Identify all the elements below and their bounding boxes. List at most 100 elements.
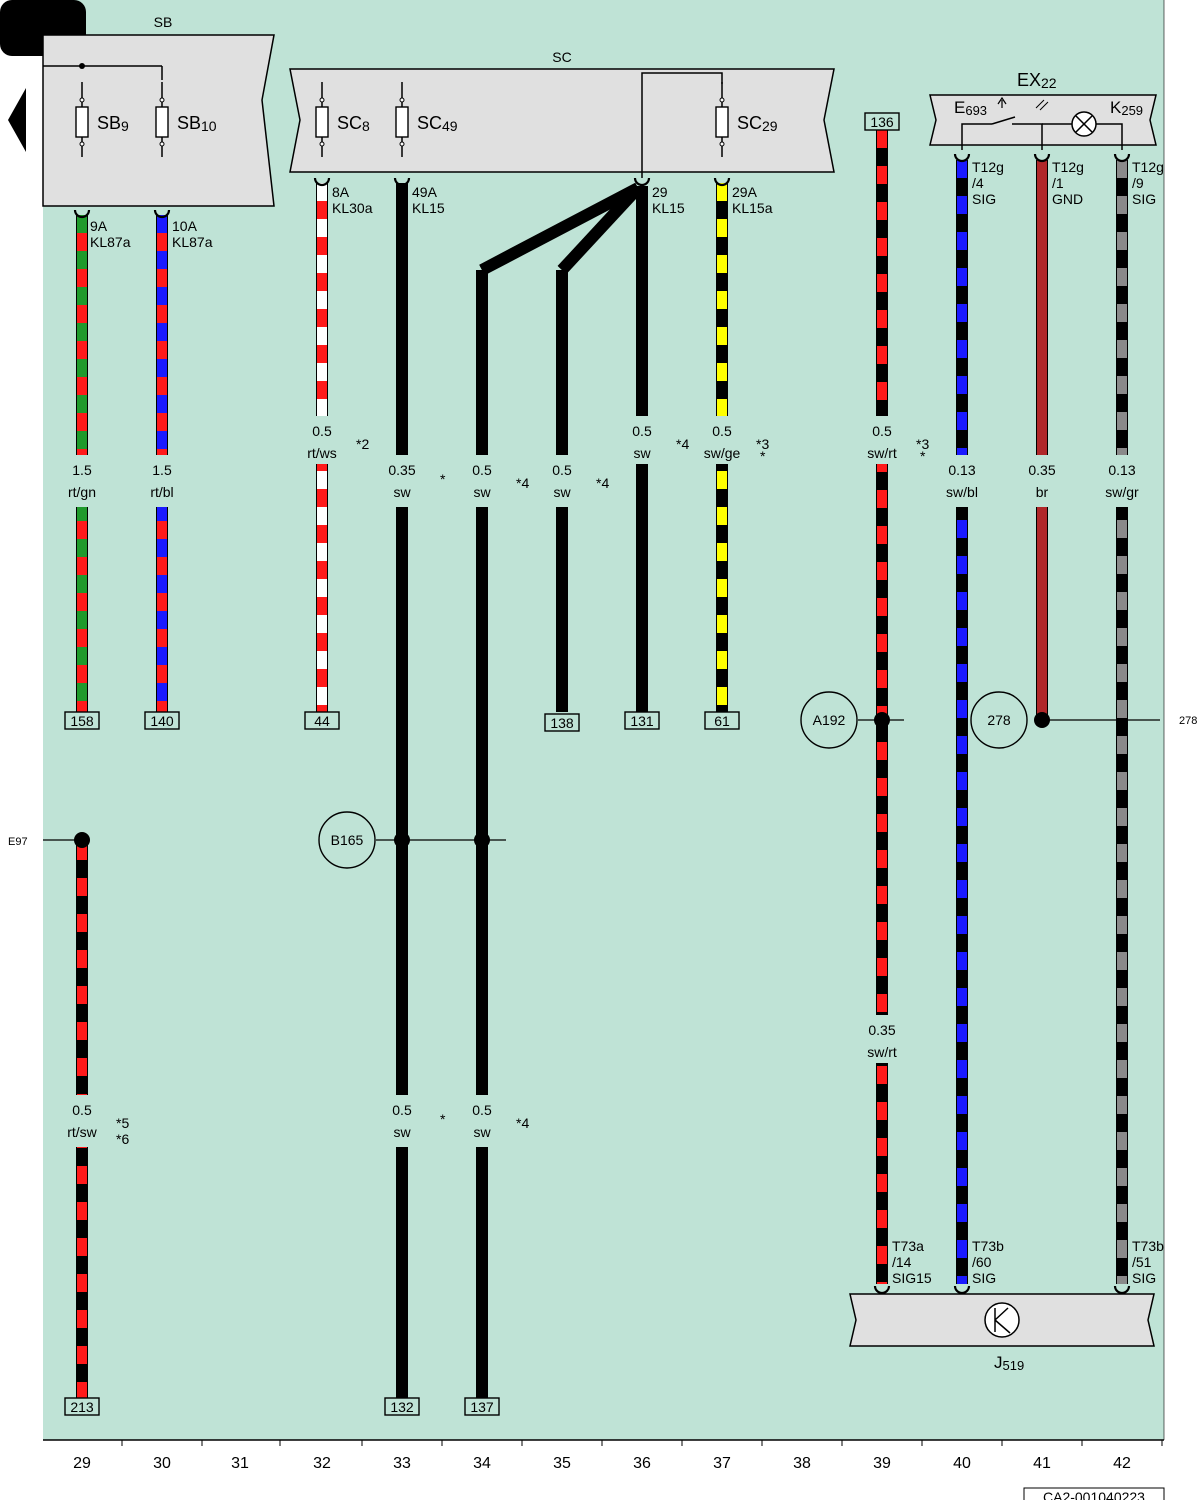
wire-37-note-a: *3: [756, 436, 769, 452]
wire-29-label-size: 1.5: [72, 462, 92, 478]
wire-30-ref: 140: [150, 713, 174, 729]
wire-29-lower-note-a: *5: [116, 1115, 129, 1131]
wire-36-conn-0: 29: [652, 184, 668, 200]
connector-icon: [1033, 153, 1051, 163]
connector-icon: [873, 1285, 891, 1295]
wire-29-conn-1: KL87a: [90, 234, 131, 250]
component-ex22: [929, 94, 1157, 146]
control-unit-icon: [984, 1302, 1020, 1338]
junction-a192-label: A192: [813, 712, 846, 728]
fuse-sb10-pin: [159, 97, 165, 103]
wire-39-top-ref: 136: [870, 114, 894, 130]
label-gap: [382, 455, 422, 507]
component-name: K: [1110, 98, 1122, 117]
label-gap: [622, 416, 662, 464]
wire-37-ref: 61: [714, 713, 730, 729]
column-number: 39: [873, 1455, 891, 1472]
wire-34-lower-note: *4: [516, 1115, 529, 1131]
junction-b165-circle: [318, 811, 376, 869]
wire-35-diag-base: [558, 184, 642, 274]
wire-29-lower-label-size: 0.5: [72, 1102, 92, 1118]
fuse-sb9-pin: [79, 97, 85, 103]
junction-a192-circle: [800, 691, 858, 749]
label-gap: [1022, 455, 1062, 507]
column-number: 34: [473, 1455, 491, 1472]
wire-41-label-size: 0.35: [1028, 462, 1055, 478]
lamp-k259-cross: [1075, 115, 1093, 133]
connector-icon: [73, 209, 91, 219]
wire-32-ref: 44: [314, 713, 330, 729]
sb-label: SB: [154, 14, 173, 30]
fuse-sc8: [315, 106, 329, 138]
label-gap: [702, 416, 742, 464]
fuse-sc8-label: SC8: [337, 113, 370, 134]
wire-34-note: *4: [516, 475, 529, 491]
component-index: 10: [201, 118, 217, 134]
diagram-code-box: [1023, 1487, 1165, 1500]
wire-33-ref: 132: [390, 1399, 414, 1415]
column-number: 36: [633, 1455, 651, 1472]
label-gap: [462, 455, 502, 507]
wire-33-lower-note: *: [440, 1111, 446, 1127]
wire-41-conn-1: /1: [1052, 175, 1064, 191]
fuse-sb9-pin: [79, 141, 85, 147]
splice-a192-dot: [874, 712, 890, 728]
connector-icon: [393, 177, 411, 187]
wire-35-label-size: 0.5: [552, 462, 572, 478]
wire-30-label-size: 1.5: [152, 462, 172, 478]
wire-37-label-size: 0.5: [712, 423, 732, 439]
component-index: 22: [1041, 75, 1057, 91]
wire-42-conn-1: /9: [1132, 175, 1144, 191]
wire-29-conn-0: 9A: [90, 218, 108, 234]
wire-39-top-ref-box: [864, 112, 900, 131]
wire-41-conn-0: T12g: [1052, 159, 1084, 175]
wire-36-label-color: sw: [633, 445, 651, 461]
wire-34-lower-label-size: 0.5: [472, 1102, 492, 1118]
column-number: 40: [953, 1455, 971, 1472]
component-name: J: [994, 1353, 1003, 1372]
fuse-sc29: [715, 106, 729, 138]
fuse-sb9-label: SB9: [97, 113, 129, 134]
wire-35-ref: 138: [550, 715, 574, 731]
wire-34-ref-box: [464, 1397, 500, 1416]
ex22-label: EX22: [1017, 70, 1057, 91]
wire-34-diag-base: [479, 183, 641, 275]
label-gap: [462, 1095, 502, 1147]
label-gap: [302, 416, 342, 464]
wire-36-label-size: 0.5: [632, 423, 652, 439]
wire-33-conn-1: KL15: [412, 200, 445, 216]
wire-39-bottom-conn-1: /14: [892, 1254, 912, 1270]
sc-internal-link: [641, 72, 723, 178]
wire-39-bottom-conn-2: SIG15: [892, 1270, 932, 1286]
wire-42-label-size: 0.13: [1108, 462, 1135, 478]
fuse-sb10: [155, 106, 169, 138]
wire-39-lower-label-size: 0.35: [868, 1022, 895, 1038]
left-page-ref: E97: [8, 836, 28, 848]
wire-40-label-color: sw/bl: [946, 484, 978, 500]
wire-29-lower-label-color: rt/sw: [67, 1124, 97, 1140]
wire-32-label-size: 0.5: [312, 423, 332, 439]
wire-37-ref-box: [704, 711, 740, 730]
wire-41-label-color: br: [1036, 484, 1049, 500]
wire-42-label-color: sw/gr: [1105, 484, 1139, 500]
fuse-sc8-pin: [319, 97, 325, 103]
fuse-sc49: [395, 106, 409, 138]
label-gap: [542, 455, 582, 507]
wire-36-ref-box: [624, 711, 660, 730]
wire-39-bottom-conn-0: T73a: [892, 1238, 924, 1254]
wire-29-ref-box: [64, 711, 100, 730]
column-number: 42: [1113, 1455, 1131, 1472]
wire-32-ref-box: [304, 711, 340, 730]
component-name: SB: [97, 113, 121, 133]
wire-39-label-size: 0.5: [872, 423, 892, 439]
component-index: 693: [965, 103, 987, 118]
wire-33-note: *: [440, 471, 446, 487]
wire-34-label-size: 0.5: [472, 462, 492, 478]
wire-40-conn-1: /4: [972, 175, 984, 191]
wire-42-conn-2: SIG: [1132, 191, 1156, 207]
label-gap: [62, 1095, 102, 1147]
fuse-sc49-label: SC49: [417, 113, 458, 134]
component-name: EX: [1017, 70, 1041, 90]
component-name: SB: [177, 113, 201, 133]
